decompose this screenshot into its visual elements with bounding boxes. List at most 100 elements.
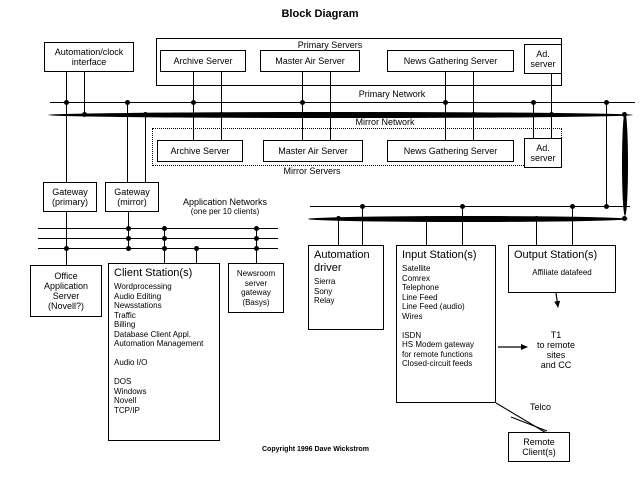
junction-dot xyxy=(253,225,259,231)
master-air-server-mirror-box[interactable]: Master Air Server xyxy=(263,140,363,162)
junction-dot xyxy=(161,245,167,251)
junction-dot xyxy=(621,111,627,117)
connector-archive-mirror-bottom xyxy=(221,114,222,140)
gateway-mirror-box[interactable]: Gateway (mirror) xyxy=(105,182,159,212)
junction-dot xyxy=(63,245,69,251)
connector-automation-to-mirror xyxy=(84,72,85,114)
application-networks-sublabel: (one per 10 clients) xyxy=(190,207,260,216)
automation-clock-interface-box[interactable]: Automation/clock interface xyxy=(44,42,134,72)
junction-dot xyxy=(470,111,476,117)
ad-server-primary-box[interactable]: Ad. server xyxy=(524,44,562,74)
junction-dot xyxy=(218,111,224,117)
mirror-servers-label: Mirror Servers xyxy=(283,166,341,176)
input-station-heading: Input Station(s) xyxy=(402,249,477,261)
telco-annotation: Telco xyxy=(530,402,552,412)
connector-application-stub xyxy=(196,248,197,263)
connector-office-app-server xyxy=(66,248,67,265)
input-station-items: Satellite Comrex Telephone Line Feed Lin… xyxy=(402,264,475,368)
lower-mirror-network-bus xyxy=(307,215,628,222)
junction-dot xyxy=(142,111,148,117)
riser-primary-to-lower xyxy=(606,102,607,206)
connector-automation-driver-mirror xyxy=(338,218,339,245)
connector-input-station-mirror xyxy=(426,218,427,245)
application-network-bus-2 xyxy=(38,238,278,239)
junction-dot xyxy=(569,203,575,209)
connector-master-air-mirror-top xyxy=(330,72,331,114)
connector-output-station-mirror xyxy=(536,218,537,245)
remote-clients-box[interactable]: Remote Client(s) xyxy=(508,432,570,462)
connector-gateway-mirror-up xyxy=(145,114,146,182)
junction-dot xyxy=(603,203,609,209)
input-station-box[interactable]: Input Station(s) Satellite Comrex Teleph… xyxy=(396,245,496,403)
junction-dot xyxy=(253,245,259,251)
copyright-notice: Copyright 1996 Dave Wickstrom xyxy=(262,446,369,453)
client-station-heading: Client Station(s) xyxy=(114,267,193,279)
junction-dot xyxy=(253,235,259,241)
office-application-server-box[interactable]: Office Application Server (Novell?) xyxy=(30,265,102,317)
connector-master-air-primary xyxy=(302,72,303,140)
application-network-bus-3 xyxy=(38,248,278,249)
archive-server-mirror-box[interactable]: Archive Server xyxy=(157,140,243,162)
connector-master-air-mirror-bottom xyxy=(330,114,331,140)
junction-dot xyxy=(190,99,196,105)
connector-archive-mirror-top xyxy=(221,72,222,114)
junction-dot xyxy=(533,215,539,221)
gateway-primary-box[interactable]: Gateway (primary) xyxy=(43,182,97,212)
client-station-items: Wordprocessing Audio Editing Newsstation… xyxy=(114,282,204,415)
output-station-box[interactable]: Output Station(s) Affiliate datafeed xyxy=(508,245,616,293)
connector-news-gathering-mirror-top xyxy=(473,72,474,114)
junction-dot xyxy=(124,99,130,105)
connector-news-gathering-mirror-bottom xyxy=(473,114,474,140)
junction-dot xyxy=(193,245,199,251)
newsroom-server-gateway-box[interactable]: Newsroom server gateway (Basys) xyxy=(228,263,284,313)
news-gathering-server-primary-box[interactable]: News Gathering Server xyxy=(387,50,514,72)
junction-dot xyxy=(530,99,536,105)
page-title: Block Diagram xyxy=(281,8,359,20)
junction-dot xyxy=(125,245,131,251)
connector-archive-primary xyxy=(193,72,194,140)
junction-dot xyxy=(423,215,429,221)
junction-dot xyxy=(359,203,365,209)
riser-mirror-to-lower xyxy=(621,111,628,216)
application-network-bus-1 xyxy=(38,228,278,229)
archive-server-primary-box[interactable]: Archive Server xyxy=(160,50,246,72)
junction-dot xyxy=(63,99,69,105)
output-to-t1-arrow xyxy=(554,292,561,308)
output-station-items: Affiliate datafeed xyxy=(532,268,592,277)
junction-dot xyxy=(548,111,554,117)
junction-dot xyxy=(299,99,305,105)
connector-ad-server-mirror xyxy=(551,74,552,138)
connector-automation-driver-primary xyxy=(362,206,363,245)
connector-news-gathering-primary xyxy=(445,72,446,140)
application-networks-label: Application Networks xyxy=(182,197,268,207)
output-station-heading: Output Station(s) xyxy=(514,249,598,261)
automation-driver-box[interactable]: Automation driver Sierra Sony Relay xyxy=(308,245,384,330)
junction-dot xyxy=(125,235,131,241)
lower-primary-network-bus xyxy=(310,206,630,207)
master-air-server-primary-box[interactable]: Master Air Server xyxy=(260,50,360,72)
junction-dot xyxy=(459,203,465,209)
connector-automation-to-primary xyxy=(66,72,67,182)
connector-input-station-primary xyxy=(462,206,463,245)
primary-network-bus xyxy=(50,102,635,103)
automation-driver-items: Sierra Sony Relay xyxy=(314,277,336,305)
junction-dot xyxy=(621,215,627,221)
mirror-network-bus xyxy=(47,111,633,118)
ad-server-mirror-box[interactable]: Ad. server xyxy=(524,138,562,168)
junction-dot xyxy=(161,225,167,231)
connector-output-station-primary xyxy=(572,206,573,245)
connector-ad-server-primary xyxy=(533,102,534,138)
primary-network-label: Primary Network xyxy=(358,89,426,99)
primary-servers-label: Primary Servers xyxy=(297,40,363,50)
client-station-box[interactable]: Client Station(s) Wordprocessing Audio E… xyxy=(108,263,220,441)
junction-dot xyxy=(327,111,333,117)
remote-client-telco-line xyxy=(510,416,548,432)
connector-gateway-primary-up xyxy=(127,102,128,182)
mirror-network-label: Mirror Network xyxy=(355,117,415,127)
junction-dot xyxy=(161,235,167,241)
automation-driver-heading: Automation driver xyxy=(314,249,370,274)
junction-dot xyxy=(442,99,448,105)
junction-dot xyxy=(81,111,87,117)
news-gathering-server-mirror-box[interactable]: News Gathering Server xyxy=(387,140,514,162)
